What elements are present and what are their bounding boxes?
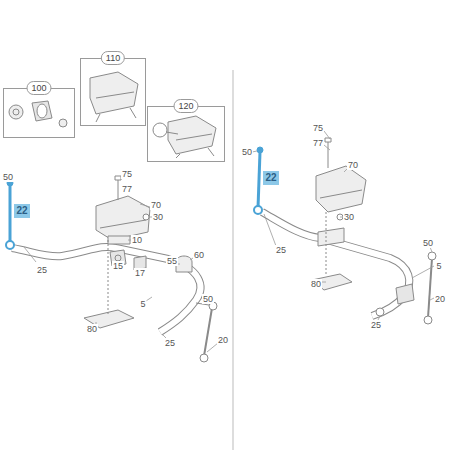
clamp-bracket [96,176,150,244]
stabilizer-bar [262,212,409,316]
clamp-bracket [312,138,366,290]
callout-number: 50 [2,172,14,182]
callout-number: 25 [36,265,48,275]
callout-number: 100 [26,81,51,95]
callout-number: 20 [217,335,229,345]
callout-number: 25 [164,338,176,348]
callout-number: 17 [134,268,146,278]
callout-number: 77 [312,138,324,148]
callout-number: 15 [112,261,124,271]
callout-number: 70 [347,160,359,170]
callout-number: 75 [121,169,133,179]
callout-number: 75 [312,123,324,133]
stabilizer-bar [12,247,200,332]
callout-number: 25 [370,320,382,330]
bushing [110,250,146,270]
callout-number: 30 [343,212,355,222]
detail-inset: 120 [147,106,225,162]
clip [176,256,192,272]
callout-number: 25 [275,245,287,255]
link-rod [424,252,436,324]
callout-number: 77 [121,184,133,194]
bracket-parts [90,72,138,122]
bracket-parts [153,116,216,158]
callout-number: 60 [193,250,205,260]
callout-number: 30 [152,212,164,222]
callout-number: 80 [86,324,98,334]
callout-number: 110 [101,51,125,65]
link-rod [254,147,263,214]
callout-number: 5 [139,299,146,309]
bushing-parts [9,101,67,127]
callout-number: 80 [310,279,322,289]
callout-number: 70 [150,200,162,210]
bushing [376,284,414,316]
callout-number: 10 [131,235,143,245]
callout-number: 120 [173,99,198,113]
link-rod [6,180,14,249]
callout-tag: 22 [263,171,279,185]
divider-line [233,70,234,450]
callout-tag: 22 [14,204,30,218]
callout-number: 55 [166,256,178,266]
callout-number: 22 [265,172,276,184]
callout-number: 50 [422,238,434,248]
callout-number: 50 [202,294,214,304]
callout-number: 22 [16,205,27,217]
callout-number: 20 [434,294,446,304]
callout-number: 5 [435,261,442,271]
mount-plate [84,240,134,328]
link-rod [196,302,217,362]
leader-lines [10,131,434,352]
detail-inset: 100 [3,88,75,138]
callout-number: 50 [241,147,253,157]
detail-inset: 110 [80,58,146,126]
